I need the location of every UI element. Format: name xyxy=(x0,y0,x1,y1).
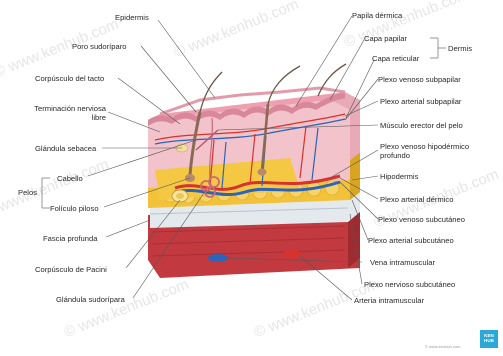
logo-line2: HUB xyxy=(480,338,498,343)
label-plexo-arterial-dermico: Plexo arterial dérmico xyxy=(380,195,453,204)
pacinian-core xyxy=(176,193,184,199)
label-glandula-sudoripara: Glándula sudorípara xyxy=(56,295,125,304)
label-epidermis: Epidermis xyxy=(115,13,149,22)
label-terminacion-nerviosa-2: libre xyxy=(20,113,106,122)
credit-text: © www.kenhub.com xyxy=(425,344,460,349)
label-foliculo-piloso: Folículo piloso xyxy=(50,204,99,213)
label-vena-intramuscular: Vena intramuscular xyxy=(370,258,435,267)
label-pacini: Corpúsculo de Pacini xyxy=(35,265,107,274)
label-plexo-venoso-hipodermico: Plexo venoso hipodérmico xyxy=(380,142,469,151)
intramuscular-artery xyxy=(283,250,301,258)
label-fascia-profunda: Fascia profunda xyxy=(43,234,97,243)
label-plexo-venoso-subpapilar: Plexo venoso subpapilar xyxy=(378,75,461,84)
label-corpusculo-tacto: Corpúsculo del tacto xyxy=(35,74,104,83)
label-glandula-sebacea: Glándula sebacea xyxy=(35,144,96,153)
intramuscular-vein xyxy=(208,254,228,262)
label-capa-papilar: Capa papilar xyxy=(364,34,407,43)
label-musculo-erector: Músculo erector del pelo xyxy=(380,121,463,130)
label-plexo-nervioso: Plexo nervioso subcutáneo xyxy=(364,280,455,289)
label-cabello: Cabello xyxy=(57,174,83,183)
label-papila-dermica: Papila dérmica xyxy=(352,11,402,20)
label-plexo-venoso-subcutaneo: Plexo venoso subcutáneo xyxy=(378,215,465,224)
label-dermis: Dermis xyxy=(448,44,472,53)
label-hipodermis: Hipodermis xyxy=(380,172,418,181)
label-capa-reticular: Capa reticular xyxy=(372,54,419,63)
kenhub-logo: KEN HUB xyxy=(480,330,498,348)
label-plexo-arterial-subpapilar: Plexo arterial subpapilar xyxy=(380,97,461,106)
label-terminacion-nerviosa: Terminación nerviosa xyxy=(20,104,106,113)
label-pelos: Pelos xyxy=(18,188,37,197)
label-poro-sudoriparo: Poro sudoríparo xyxy=(72,42,126,51)
label-arteria-intramuscular: Arteria intramuscular xyxy=(354,296,424,305)
label-plexo-arterial-subcutaneo: Plexo arterial subcutáneo xyxy=(368,236,454,245)
label-plexo-venoso-hipodermico-2: profundo xyxy=(380,151,410,160)
